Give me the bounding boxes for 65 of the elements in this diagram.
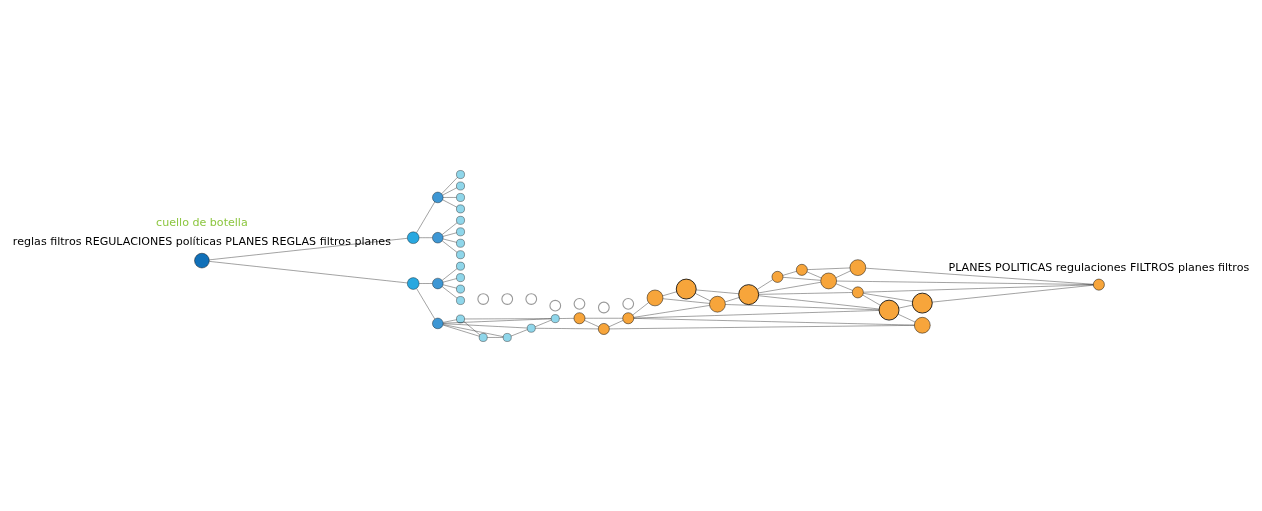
connector (758, 281, 821, 293)
node-circle (456, 192, 465, 202)
node-circle (456, 314, 465, 323)
node-circle (820, 272, 837, 289)
node-circle (456, 284, 465, 293)
connector (758, 291, 853, 295)
connector (863, 292, 913, 302)
node-circle (456, 169, 465, 179)
connector (662, 291, 677, 296)
node-circle (796, 263, 808, 276)
connector (662, 298, 710, 304)
node-circle (573, 297, 586, 310)
node-circle (407, 276, 420, 290)
connector (865, 267, 1094, 284)
node-circle (646, 289, 664, 306)
node-circle (911, 292, 933, 313)
node-circle (194, 252, 210, 268)
node-circle (479, 332, 488, 342)
connector (862, 294, 881, 305)
node-circle (432, 191, 444, 203)
node-circle (549, 299, 562, 312)
connector (758, 295, 880, 309)
node-circle (597, 301, 610, 313)
node-circle (432, 231, 444, 243)
connector (725, 303, 880, 310)
node-circle (738, 283, 760, 305)
node-circle (456, 204, 465, 213)
node-circle (456, 249, 465, 259)
node-circle (525, 292, 538, 305)
node-circle (551, 313, 560, 323)
label: PLANES POLITICAS regulaciones FILTROS planes filtros (948, 260, 1250, 274)
node-circle (407, 231, 420, 244)
node-circle (622, 311, 634, 324)
node-circle (914, 316, 931, 333)
node-circle (573, 311, 586, 324)
node-circle (622, 297, 635, 310)
node-circle (477, 292, 490, 305)
node-circle (852, 286, 864, 298)
node-circle (456, 261, 465, 270)
node-circle (456, 181, 465, 190)
node-circle (771, 270, 784, 283)
node-circle (527, 323, 536, 332)
node-circle (878, 299, 900, 320)
node-circle (598, 322, 610, 335)
node-circle (849, 258, 866, 276)
connector (932, 284, 1094, 302)
node-circle (432, 277, 444, 289)
node-circle (456, 227, 465, 236)
node-circle (501, 292, 514, 305)
node-circle (456, 215, 465, 225)
node-circle (456, 295, 465, 305)
node-circle (675, 278, 697, 299)
node-circle (503, 332, 512, 342)
connector (757, 279, 773, 290)
connector (898, 313, 916, 322)
node-circle (456, 238, 465, 247)
connector (898, 304, 913, 308)
node-circle (709, 295, 726, 312)
connector (633, 309, 880, 318)
node-circle (432, 317, 444, 329)
label: reglas filtros REGULACIONES políticas PLANES REGLAS filtros planes (12, 234, 391, 248)
label: cuello de botella (156, 215, 248, 229)
node-circle (1093, 278, 1105, 290)
connector (695, 292, 711, 301)
node-circle (456, 272, 465, 282)
